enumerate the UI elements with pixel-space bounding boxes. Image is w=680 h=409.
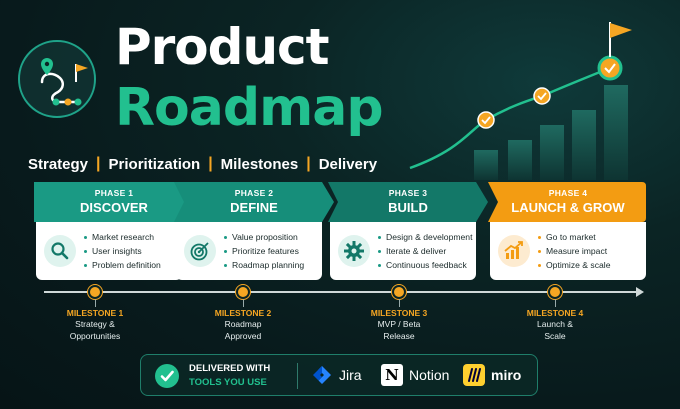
- timeline-line: [44, 291, 642, 293]
- growth-bar: [572, 110, 596, 180]
- milestone-label: MILESTONE 4 Launch & Scale: [526, 308, 584, 341]
- tool-name: Notion: [409, 367, 450, 383]
- phase-card-build: PHASE 3 BUILD Design & development Itera…: [328, 182, 488, 282]
- subtitle-milestones: Milestones: [220, 155, 299, 173]
- phase-number: PHASE 3: [388, 188, 428, 198]
- growth-illustration: [400, 10, 680, 180]
- phase-name: BUILD: [388, 200, 428, 215]
- phase-name: DEFINE: [230, 200, 278, 215]
- tool-notion: N Notion: [381, 364, 449, 386]
- list-item: User insights: [84, 244, 161, 258]
- notion-icon: N: [381, 364, 403, 386]
- jira-icon: [311, 364, 333, 386]
- phase-number: PHASE 2: [234, 188, 274, 198]
- milestone-dot: [392, 285, 406, 299]
- growth-bar: [508, 140, 532, 180]
- page-title-line1: Product: [115, 18, 330, 76]
- tool-jira: Jira: [311, 364, 362, 386]
- milestone-label: MILESTONE 3 MVP / Beta Release: [370, 308, 428, 341]
- subtitle-strategy: Strategy: [28, 155, 89, 173]
- delivered-label: DELIVERED WITH: [189, 363, 271, 374]
- phase-name: DISCOVER: [80, 200, 148, 215]
- tools-label: TOOLS YOU USE: [189, 377, 267, 388]
- list-item: Optimize & scale: [538, 258, 610, 272]
- magnifier-icon: [44, 235, 76, 267]
- list-item: Roadmap planning: [224, 258, 304, 272]
- tool-name: miro: [491, 367, 522, 383]
- milestone-dot: [236, 285, 250, 299]
- phase-card-launch-grow: PHASE 4 LAUNCH & GROW Go to market Measu…: [488, 182, 648, 282]
- list-item: Market research: [84, 230, 161, 244]
- list-item: Measure impact: [538, 244, 610, 258]
- target-icon: [184, 235, 216, 267]
- phase-card-define: PHASE 2 DEFINE Value proposition Priorit…: [174, 182, 334, 282]
- growth-bar: [474, 150, 498, 180]
- subtitle-bar: Strategy | Prioritization | Milestones |…: [28, 155, 377, 173]
- check-node: [477, 111, 495, 129]
- growth-bar: [540, 125, 564, 180]
- check-circle-icon: [155, 364, 179, 388]
- check-node: [533, 87, 551, 105]
- list-item: Iterate & deliver: [378, 244, 472, 258]
- milestone-label: MILESTONE 1 Strategy & Opportunities: [66, 308, 124, 341]
- tool-miro: miro: [463, 364, 521, 386]
- check-node: [597, 55, 623, 81]
- tools-bar: DELIVERED WITH TOOLS YOU USE Jira N Noti…: [140, 354, 538, 396]
- subtitle-prioritization: Prioritization: [108, 155, 201, 173]
- separator: |: [208, 155, 213, 172]
- growth-bar: [604, 85, 628, 180]
- gear-icon: [338, 235, 370, 267]
- list-item: Design & development: [378, 230, 472, 244]
- milestone-dot: [88, 285, 102, 299]
- divider: [297, 363, 298, 389]
- miro-icon: [463, 364, 485, 386]
- list-item: Value proposition: [224, 230, 304, 244]
- list-item: Go to market: [538, 230, 610, 244]
- list-item: Prioritize features: [224, 244, 304, 258]
- list-item: Problem definition: [84, 258, 161, 272]
- milestone-label: MILESTONE 2 Roadmap Approved: [214, 308, 272, 341]
- milestone-dot: [548, 285, 562, 299]
- phase-name: LAUNCH & GROW: [511, 200, 625, 215]
- roadmap-logo-icon: [18, 40, 96, 118]
- growth-chart-icon: [498, 235, 530, 267]
- separator: |: [96, 155, 101, 172]
- tool-name: Jira: [339, 367, 362, 383]
- subtitle-delivery: Delivery: [318, 155, 378, 173]
- page-title-line2: Roadmap: [115, 78, 384, 138]
- list-item: Continuous feedback: [378, 258, 472, 272]
- separator: |: [306, 155, 311, 172]
- phase-number: PHASE 1: [94, 188, 134, 198]
- timeline-arrow-icon: [636, 287, 644, 297]
- phase-card-discover: PHASE 1 DISCOVER Market research User in…: [34, 182, 194, 282]
- phase-number: PHASE 4: [548, 188, 588, 198]
